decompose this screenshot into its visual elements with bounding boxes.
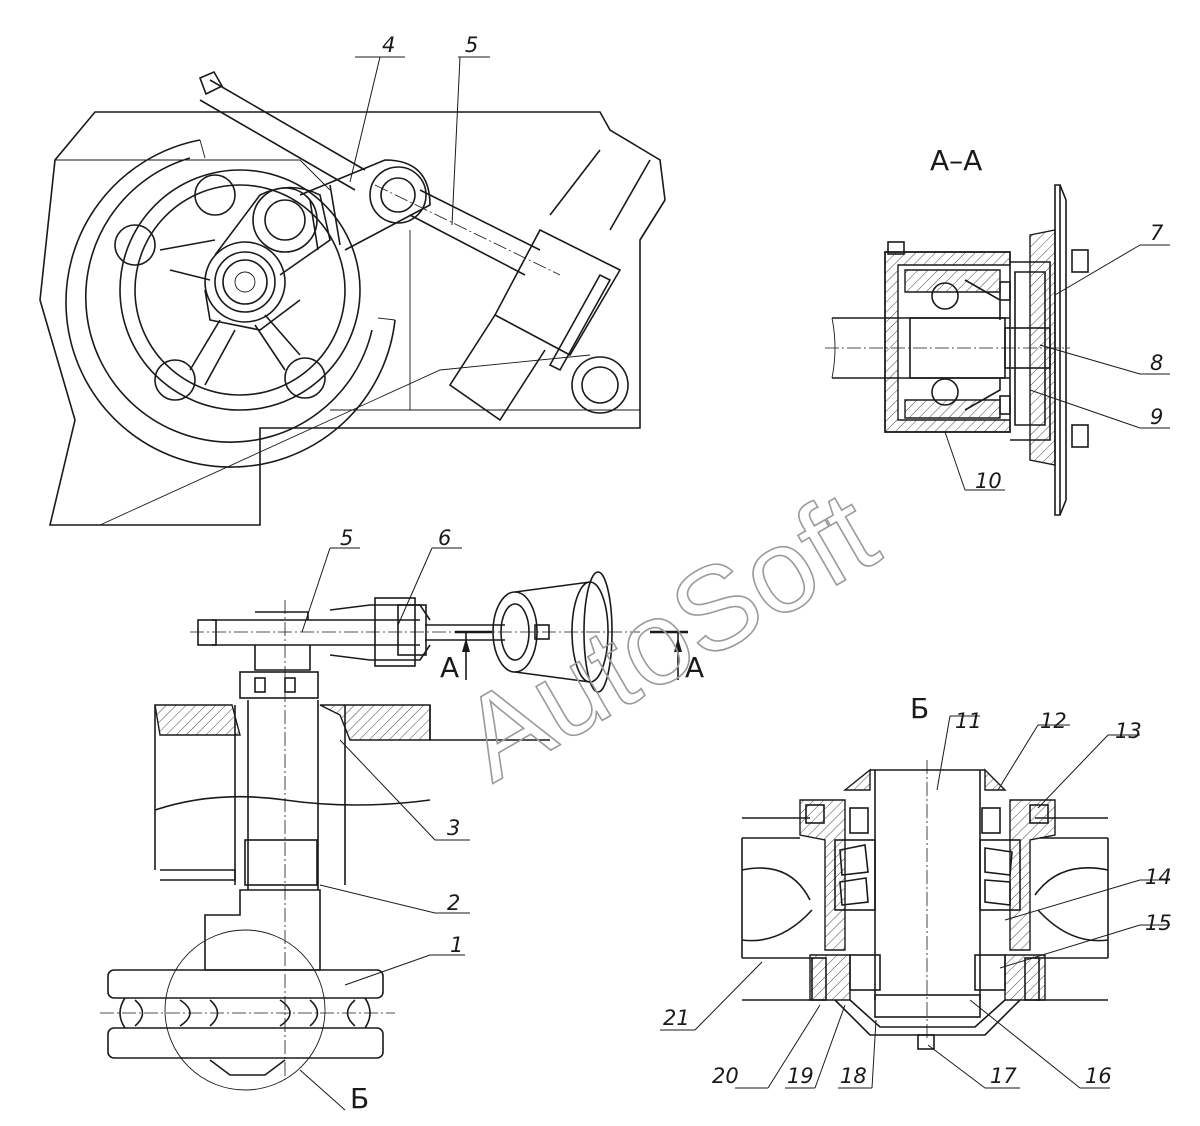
- callout-13: 13: [1115, 719, 1142, 743]
- callout-9: 9: [1150, 405, 1163, 429]
- callout-17: 17: [990, 1064, 1017, 1088]
- callout-labels: 4 5 7 8 9 10 5 6 3 2 1 11 12 13 14 15 16…: [340, 33, 1172, 1088]
- cut-a-left-letter: А: [440, 651, 459, 684]
- section-b: [660, 715, 1170, 1089]
- callout-8: 8: [1150, 351, 1163, 375]
- view-b-callout-letter: Б: [350, 1082, 369, 1115]
- cut-a-right-letter: А: [685, 651, 704, 684]
- callout-4: 4: [382, 33, 395, 57]
- callout-14: 14: [1145, 865, 1172, 889]
- vertical-column: [100, 600, 550, 1111]
- callout-11: 11: [955, 709, 982, 733]
- callout-19: 19: [787, 1064, 814, 1088]
- callout-15: 15: [1145, 911, 1172, 935]
- view-b-title: Б: [910, 692, 929, 725]
- callout-5-top: 5: [465, 33, 478, 57]
- callout-10: 10: [975, 469, 1002, 493]
- callout-1: 1: [450, 933, 463, 957]
- isometric-view: [39, 56, 666, 526]
- callout-18: 18: [840, 1064, 867, 1088]
- rod-assembly: [190, 547, 688, 693]
- callout-20: 20: [712, 1064, 739, 1088]
- section-titles: А–А Б Б А А: [350, 144, 982, 1115]
- callout-2: 2: [447, 891, 460, 915]
- section-aa: [825, 184, 1170, 516]
- callout-12: 12: [1040, 709, 1067, 733]
- callout-6: 6: [438, 526, 451, 550]
- callout-21: 21: [663, 1006, 690, 1030]
- callout-16: 16: [1085, 1064, 1112, 1088]
- callout-5-mid: 5: [340, 526, 353, 550]
- view-aa-title: А–А: [930, 144, 982, 177]
- watermark-text: AutoSoft: [439, 466, 897, 807]
- callout-7: 7: [1150, 221, 1164, 245]
- callout-3: 3: [447, 816, 460, 840]
